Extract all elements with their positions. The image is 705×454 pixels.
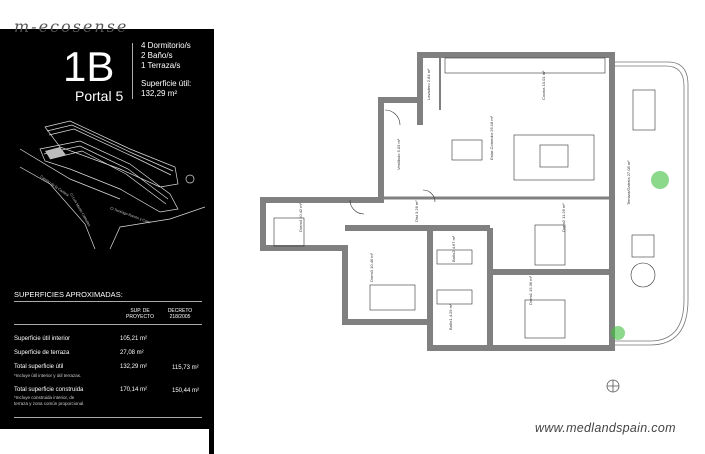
svg-text:Terraza/Galería 27.08 m²: Terraza/Galería 27.08 m²: [626, 160, 631, 205]
room-area: 15.36 m²: [528, 275, 533, 291]
unit-specs: 4 Dormitorio/s 2 Baño/s 1 Terraza/s Supe…: [141, 41, 191, 99]
room-name: Baño1: [448, 318, 453, 330]
panel-border: [209, 29, 214, 454]
terraces-count: 1 Terraza/s: [141, 61, 181, 70]
svg-text:Dorm4 10.42 m²: Dorm4 10.42 m²: [298, 202, 303, 232]
svg-text:Dorm2 11.26 m²: Dorm2 11.26 m²: [561, 203, 566, 232]
room-name: Vestíbulo: [396, 153, 401, 170]
room-name: Dorm4: [298, 219, 303, 232]
furniture: [273, 57, 656, 339]
room-area: 3.26 m²: [414, 200, 419, 214]
room-name: Terraza/Galería: [626, 177, 631, 205]
svg-text:Baño2 4.67 m²: Baño2 4.67 m²: [451, 235, 456, 262]
svg-text:Dorm3 10.46 m²: Dorm3 10.46 m²: [369, 252, 374, 282]
row-label: Total superficie útil: [14, 364, 64, 370]
compass-icon: [606, 379, 620, 393]
watermark: www.medlandspain.com: [535, 421, 676, 435]
room-labels: Lavadero 2.84 m² Cocina 10.01 m² Estar-C…: [298, 68, 631, 330]
svg-text:Lavadero 2.84 m²: Lavadero 2.84 m²: [426, 68, 431, 100]
room-area: 4.29 m²: [448, 303, 453, 317]
row-decree: 115,73 m²: [172, 365, 199, 371]
col-header-decree: DECRETO 218/2005: [167, 308, 193, 320]
site-plan-aerial: Camino de la Cantera C/ Luis Martín Cabi…: [19, 120, 205, 249]
svg-text:Baño1 4.29 m²: Baño1 4.29 m²: [448, 303, 453, 330]
plant-icon: [611, 171, 669, 340]
portal-label: Portal 5: [75, 88, 124, 104]
room-area: 10.01 m²: [541, 70, 546, 86]
col-header-project: SUP. DE PROYECTO: [126, 308, 154, 320]
row-project: 105,21 m²: [120, 336, 148, 342]
useful-area-value: 132,29 m²: [141, 89, 178, 98]
unit-code: 1B: [63, 43, 115, 90]
divider: [14, 301, 202, 302]
svg-text:Dorm1 15.36 m²: Dorm1 15.36 m²: [528, 275, 533, 305]
useful-area-label: Superficie útil:: [141, 79, 192, 88]
info-panel: m-ecosense 1B Portal 5 4 Dormitorio/s 2 …: [0, 17, 211, 429]
street-label: Camino de la Cantera: [39, 175, 69, 198]
room-name: Dist: [414, 214, 419, 222]
room-name: Lavadero: [426, 83, 431, 100]
brand-logo: m-ecosense: [14, 17, 129, 36]
header-divider: [132, 43, 133, 99]
walls: [260, 52, 615, 351]
room-area: 10.46 m²: [369, 252, 374, 268]
room-area: 26.18 m²: [489, 115, 494, 131]
row-project: 170,14 m²: [120, 387, 148, 393]
room-name: Estar-Comedor: [489, 132, 494, 160]
row-label: Total superficie construida: [14, 387, 84, 393]
row-project: 132,29 m²: [120, 364, 148, 370]
street-label: C/ Santiago Ramón y Cajal: [110, 206, 151, 224]
divider: [14, 417, 202, 418]
room-area: 5.03 m²: [396, 138, 401, 152]
room-name: Cocina: [541, 87, 546, 100]
room-area: 4.67 m²: [451, 235, 456, 249]
room-name: Baño2: [451, 250, 456, 262]
row-note: *Incluye construida interior, de terraza…: [14, 395, 85, 406]
row-label: Superficie útil interior: [14, 336, 71, 342]
room-area: 10.42 m²: [298, 202, 303, 218]
room-area: 2.84 m²: [426, 68, 431, 82]
divider: [14, 324, 202, 325]
svg-text:Dist 3.26 m²: Dist 3.26 m²: [414, 200, 419, 222]
room-name: Dorm1: [528, 292, 533, 305]
svg-text:Estar-Comedor 26.18 m²: Estar-Comedor 26.18 m²: [489, 115, 494, 160]
unit-highlight: [45, 147, 66, 159]
row-note: *Incluye útil interior y útil terrazas.: [14, 373, 82, 378]
terrace-railing: [612, 61, 689, 346]
svg-text:Cocina 10.01 m²: Cocina 10.01 m²: [541, 70, 546, 100]
row-label: Superficie de terraza: [14, 350, 70, 356]
surfaces-title: SUPERFICIES APROXIMADAS:: [14, 290, 123, 299]
room-name: Dorm2: [561, 219, 566, 232]
row-decree: 150,44 m²: [172, 388, 200, 394]
row-project: 27,08 m²: [120, 350, 144, 356]
room-area: 11.26 m²: [561, 203, 566, 219]
room-name: Dorm3: [369, 269, 374, 282]
bedrooms-count: 4 Dormitorio/s: [141, 41, 191, 50]
svg-text:Vestíbulo 5.03 m²: Vestíbulo 5.03 m²: [396, 138, 401, 170]
floor-plan: Lavadero 2.84 m² Cocina 10.01 m² Estar-C…: [260, 52, 689, 393]
room-area: 27.08 m²: [626, 160, 631, 176]
bathrooms-count: 2 Baño/s: [141, 51, 173, 60]
